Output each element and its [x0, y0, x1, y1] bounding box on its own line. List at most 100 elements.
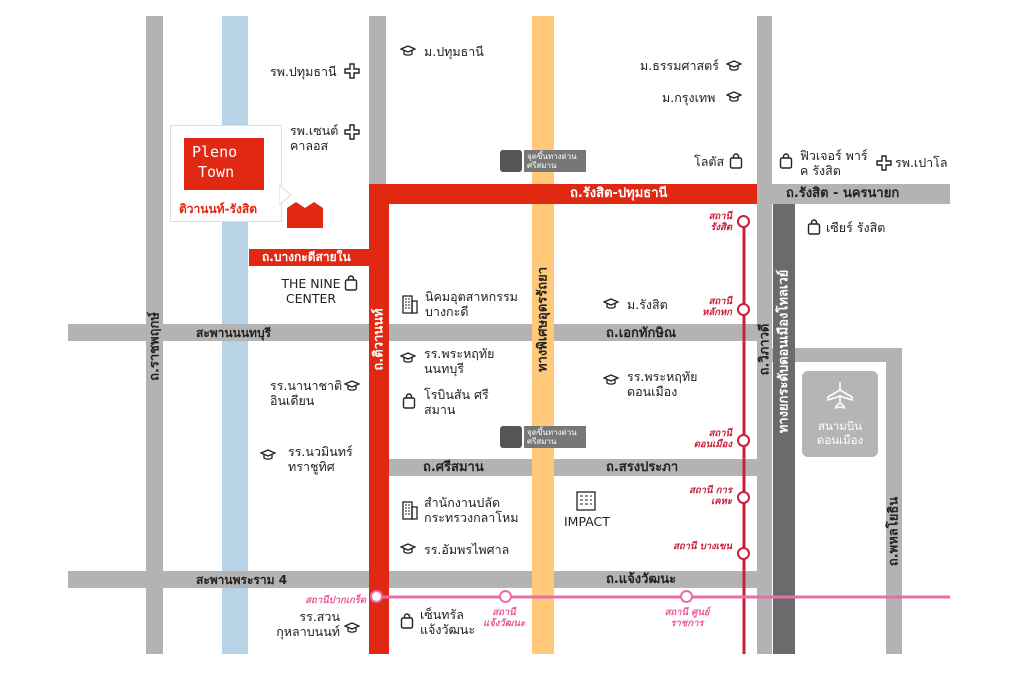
road-tiwanon-upper [369, 16, 386, 186]
label-vibhavadi: ถ.วิภาวดี [757, 323, 773, 376]
shopping-bag-icon [344, 275, 358, 291]
label-tiwanon: ถ.ติวานนท์ [371, 308, 387, 371]
poi-robinson: โรบินสัน ศรีสมาน [424, 387, 489, 417]
road-vibhavadi [757, 16, 772, 654]
callout-pointer [279, 185, 292, 205]
airport-label: สนามบิน ดอนเมือง [816, 419, 864, 447]
shopping-bag-icon [402, 393, 416, 409]
graduation-cap-icon [344, 622, 360, 633]
station-lak-hok-dot [737, 303, 750, 316]
label-si-saman: ถ.ศรีสมาน [423, 460, 484, 475]
station-pak-kret-dot [370, 590, 383, 603]
poi-audit-office: สำนักงานปลัด กระทรวงกลาโหม [424, 495, 519, 525]
expressway-sign-top: จุดขึ้นทางด่วน ศรีสมาน [500, 150, 586, 172]
airplane-icon [827, 382, 853, 410]
poi-school-nawamin: รร.นวมินทร์ ทราชูทิศ [288, 444, 353, 474]
label-songprapa: ถ.สรงประภา [606, 460, 679, 475]
graduation-cap-icon [260, 449, 276, 460]
poi-hosp-st-carlos: รพ.เซนต์ คาลอส [290, 123, 339, 153]
poi-school-prarhru-don: รร.พระหฤทัย ดอนเมือง [627, 369, 698, 399]
poi-nine-center: THE NINE CENTER [281, 276, 341, 306]
hospital-icon [876, 155, 892, 171]
expressway-icon [500, 426, 522, 448]
station-don-mueang-dot [737, 434, 750, 447]
logo-line2: Town [198, 163, 235, 181]
poi-lotus: โลตัส [694, 154, 725, 169]
road-udon-expressway [532, 16, 554, 654]
graduation-cap-icon [400, 45, 416, 56]
graduation-cap-icon [344, 380, 360, 391]
building-icon [402, 295, 418, 314]
label-rangsit-nakhon: ถ.รังสิต - นครนายก [786, 186, 900, 201]
project-logo-card: Pleno Town ติวานนท์-รังสิต [170, 125, 282, 222]
poi-uni-rangsit: ม.รังสิต [627, 297, 668, 312]
station-govt-center-dot [680, 590, 693, 603]
road-nonthaburi-bridge [68, 324, 760, 341]
graduation-cap-icon [726, 60, 742, 71]
station-bang-khen-dot [737, 547, 750, 560]
graduation-cap-icon [726, 91, 742, 102]
expressway-icon [500, 150, 522, 172]
poi-school-suan: รร.สวน กุหลาบนนท์ [276, 609, 340, 639]
hospital-icon [344, 124, 360, 140]
poi-uni-thammasat: ม.ธรรมศาสตร์ [640, 58, 719, 73]
graduation-cap-icon [603, 374, 619, 385]
station-lak-hok-label: สถานี หลักหก [702, 296, 732, 318]
shopping-bag-icon [779, 153, 793, 169]
label-rangsit-pathum: ถ.รังสิต-ปทุมธานี [570, 186, 668, 201]
graduation-cap-icon [400, 543, 416, 554]
station-pak-kret-label: สถานีปากเกร็ด [305, 595, 366, 606]
label-chaeng-watthana: ถ.แจ้งวัฒนะ [606, 572, 677, 587]
road-chaeng-watthana [68, 571, 760, 588]
logo-line1: Pleno [192, 143, 238, 161]
poi-uni-bangkok: ม.กรุงเทพ [662, 90, 716, 105]
station-rangsit-dot [737, 215, 750, 228]
label-rama4-bridge: สะพานพระราม 4 [196, 573, 288, 587]
station-chaeng-watthana-dot [499, 590, 512, 603]
road-airport-link [772, 348, 902, 362]
shopping-bag-icon [729, 153, 743, 169]
station-chaeng-watthana-label: สถานี แจ้งวัฒนะ [483, 607, 525, 629]
building-icon [576, 491, 596, 511]
road-rangsit-nakhon [757, 184, 950, 204]
building-icon [402, 501, 418, 520]
shopping-bag-icon [807, 219, 821, 235]
road-bang-kadi [249, 249, 369, 266]
project-location-icon [287, 202, 323, 228]
road-tiwanon [369, 184, 389, 654]
station-kan-kheha-label: สถานี การเคหะ [689, 485, 732, 507]
poi-uni-pathum: ม.ปทุมธานี [424, 44, 484, 59]
road-phahonyothin [886, 348, 902, 654]
label-phahonyothin: ถ.พหลโยธิน [886, 496, 902, 567]
station-bang-khen-label: สถานี บางเขน [673, 541, 732, 552]
poi-impact: IMPACT [564, 514, 610, 529]
label-nonthaburi-bridge: สะพานนนทบุรี [196, 326, 271, 340]
expressway-sign-bottom: จุดขึ้นทางด่วน ศรีสมาน [500, 426, 586, 448]
label-ekthakhin: ถ.เอกทักษิณ [606, 326, 677, 341]
label-udon-expressway: ทางพิเศษอุดรรัถยา [535, 266, 551, 373]
graduation-cap-icon [400, 352, 416, 363]
graduation-cap-icon [603, 298, 619, 309]
road-rangsit-pathum [369, 184, 757, 204]
shopping-bag-icon [400, 613, 414, 629]
hospital-icon [344, 63, 360, 79]
poi-school-amphon: รร.อัมพรไพศาล [424, 542, 510, 557]
logo-subtitle: ติวานนท์-รังสิต [179, 202, 257, 216]
poi-zeer: เซียร์ รังสิต [826, 220, 886, 235]
poi-industrial-estate: นิคมอุตสาหกรรม บางกะดี [425, 289, 518, 319]
road-si-saman [388, 459, 760, 476]
poi-central: เซ็นทรัล แจ้งวัฒนะ [420, 607, 476, 637]
label-ratchaphruek: ถ.ราชพฤกษ์ [147, 312, 163, 381]
label-bang-kadi: ถ.บางกะดีสายใน [262, 250, 351, 264]
label-don-mueang-tollway: ทางยกระดับดอนเมืองโทลเวย์ [776, 269, 792, 434]
poi-future-park: ฟิวเจอร์ พาร์ค รังสิต [800, 148, 868, 178]
station-rangsit-label: สถานี รังสิต [708, 211, 732, 233]
airport-tile: สนามบิน ดอนเมือง [802, 371, 878, 457]
poi-hosp-pathum: รพ.ปทุมธานี [270, 64, 337, 79]
road-don-mueang-tollway [773, 204, 795, 654]
station-kan-kheha-dot [737, 491, 750, 504]
logo-badge: Pleno Town [184, 138, 264, 190]
poi-school-prarhru-non: รร.พระหฤทัย นนทบุรี [424, 346, 495, 376]
station-govt-center-label: สถานี ศูนย์ราชการ [664, 607, 710, 629]
